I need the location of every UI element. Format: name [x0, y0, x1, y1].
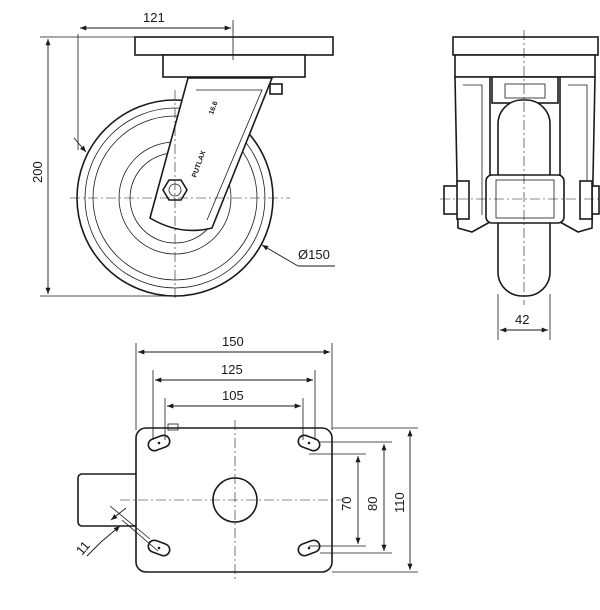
dim-hole-spacing-inner: 70 [339, 497, 354, 511]
dim-plate-depth: 110 [392, 492, 407, 513]
bolt-hole-bottom-left [147, 539, 171, 557]
dim-wheel-width: 42 [515, 312, 529, 327]
bolt-hole-top-left [147, 434, 171, 452]
dim-wheel-diameter: Ø150 [298, 247, 330, 262]
front-top-plate [452, 36, 599, 56]
dim-hole-spacing-outer: 80 [365, 497, 380, 511]
front-view: 42 [440, 30, 600, 340]
bracket-marking-1: 16.6 [208, 100, 219, 115]
bolt-hole-bottom-right [297, 539, 321, 557]
side-view: 16.6 PUTLAX 121 200 Ø150 [30, 10, 335, 300]
dim-plate-width: 150 [222, 334, 244, 349]
front-axle-nut-left [443, 185, 459, 215]
bolt-hole-top-right [297, 434, 321, 452]
side-swivel-housing [162, 54, 306, 78]
dim-slot-width: 11 [73, 538, 93, 558]
plan-view: 150 125 105 70 80 110 11 [73, 334, 418, 580]
dim-bolt-spacing-outer: 125 [221, 362, 243, 377]
front-axle-nut-right [591, 185, 600, 215]
dim-height: 200 [30, 161, 45, 183]
dim-top-width: 121 [143, 10, 165, 25]
plan-wheel-tread [77, 473, 143, 527]
dim-bolt-spacing-inner: 105 [222, 388, 244, 403]
side-top-plate [134, 36, 334, 56]
